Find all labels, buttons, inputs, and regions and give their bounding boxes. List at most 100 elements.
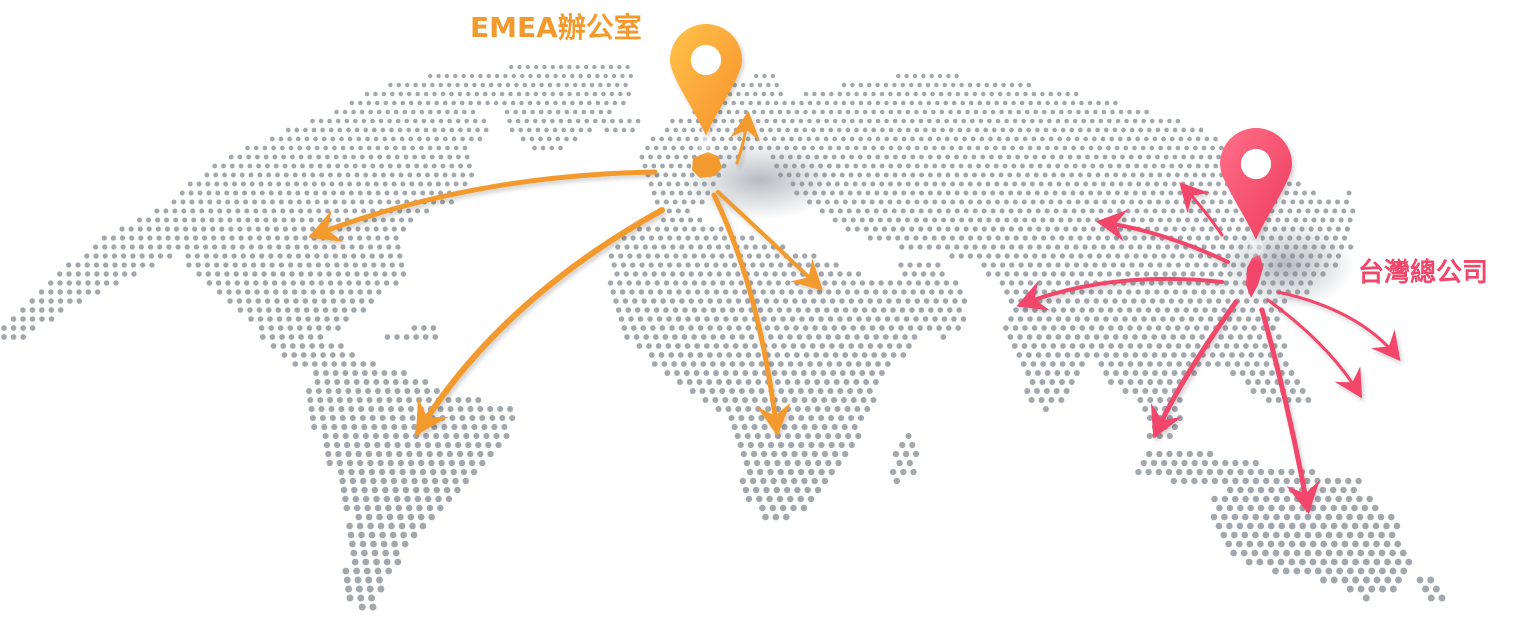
map-dot: [791, 397, 798, 403]
map-dot: [662, 145, 668, 151]
map-dot: [828, 127, 834, 133]
map-dot: [865, 361, 872, 367]
map-dot: [999, 262, 1006, 268]
map-dot: [1427, 594, 1435, 602]
map-dot: [365, 450, 373, 458]
map-dot: [999, 109, 1004, 115]
map-dot: [146, 226, 152, 232]
map-dot: [864, 208, 870, 214]
map-dot: [1044, 208, 1050, 214]
map-dot: [113, 280, 119, 286]
map-dot: [890, 307, 896, 313]
map-dot: [732, 397, 739, 403]
map-dot: [365, 513, 373, 521]
map-dot: [990, 226, 996, 232]
map-dot: [1108, 361, 1115, 367]
map-dot: [900, 82, 906, 88]
map-dot: [1273, 513, 1280, 521]
map-dot: [442, 136, 448, 142]
map-dot: [661, 361, 668, 367]
map-dot: [603, 73, 608, 79]
map-dot: [846, 271, 852, 277]
map-dot: [481, 118, 487, 124]
map-dot: [369, 414, 376, 422]
map-dot: [1015, 154, 1020, 160]
map-dot: [850, 118, 855, 124]
map-dot: [791, 450, 798, 458]
map-dot: [1226, 486, 1234, 494]
map-dot: [657, 262, 664, 268]
map-dot: [669, 190, 675, 196]
map-dot: [1042, 405, 1049, 413]
map-dot: [395, 118, 401, 124]
map-dot: [253, 280, 259, 286]
map-dot: [1196, 468, 1203, 476]
map-dot: [1304, 531, 1312, 539]
map-dot: [1084, 199, 1090, 205]
map-dot: [1117, 136, 1123, 142]
map-dot: [212, 163, 218, 169]
map-dot: [1340, 486, 1347, 494]
map-dot: [1030, 199, 1036, 205]
map-dot: [837, 271, 843, 277]
map-dot: [402, 432, 410, 440]
map-dot: [351, 154, 356, 160]
map-dot: [1241, 531, 1249, 539]
hq-arrow-north-head: [1179, 182, 1210, 214]
map-dot: [690, 127, 696, 133]
map-dot: [1126, 307, 1133, 313]
map-dot: [1017, 334, 1023, 340]
map-dot: [1, 325, 7, 331]
map-dot: [941, 181, 947, 187]
map-dot: [1252, 343, 1259, 349]
map-dot: [438, 118, 444, 124]
map-dot: [1127, 181, 1133, 187]
map-dot: [1098, 325, 1105, 331]
map-dot: [1191, 370, 1197, 376]
map-dot: [416, 450, 423, 458]
map-dot: [376, 109, 382, 115]
map-dot: [335, 271, 342, 277]
map-dot: [294, 244, 300, 250]
map-dot: [1170, 208, 1176, 214]
map-dot: [651, 361, 658, 367]
map-dot: [926, 325, 933, 331]
map-dot: [1090, 226, 1096, 232]
map-dot: [206, 280, 213, 286]
map-dot: [111, 253, 118, 259]
map-dot: [1012, 325, 1019, 331]
map-dot: [377, 585, 385, 593]
emea-map-pin-icon[interactable]: [670, 24, 742, 158]
map-dot: [437, 405, 444, 413]
map-dot: [1132, 388, 1139, 394]
map-dot: [368, 298, 374, 304]
map-dot: [1325, 567, 1333, 575]
map-dot: [421, 82, 427, 88]
map-dot: [392, 379, 399, 385]
map-dot: [1081, 118, 1086, 124]
map-dot: [573, 109, 578, 115]
map-dot: [1036, 100, 1042, 106]
map-dot: [1121, 298, 1128, 304]
map-dot: [1218, 199, 1224, 205]
map-dot: [295, 316, 302, 322]
map-dot: [968, 199, 974, 205]
map-dot: [1128, 154, 1134, 160]
map-dot: [324, 379, 331, 385]
map-dot: [604, 100, 609, 106]
emea-arrow-south-america-head: [415, 397, 449, 436]
map-dot: [1158, 145, 1163, 151]
map-dot: [213, 172, 219, 178]
map-dot: [204, 172, 210, 178]
map-dot: [137, 226, 143, 232]
map-dot: [835, 289, 841, 295]
map-dot: [259, 253, 265, 259]
map-dot: [1024, 109, 1030, 115]
map-dot: [614, 271, 620, 277]
map-dot: [914, 199, 920, 205]
map-dot: [237, 307, 244, 313]
map-dot: [365, 388, 371, 394]
map-dot: [1330, 504, 1338, 512]
hq-map-pin-icon[interactable]: [1220, 128, 1292, 262]
map-dot: [916, 262, 923, 268]
